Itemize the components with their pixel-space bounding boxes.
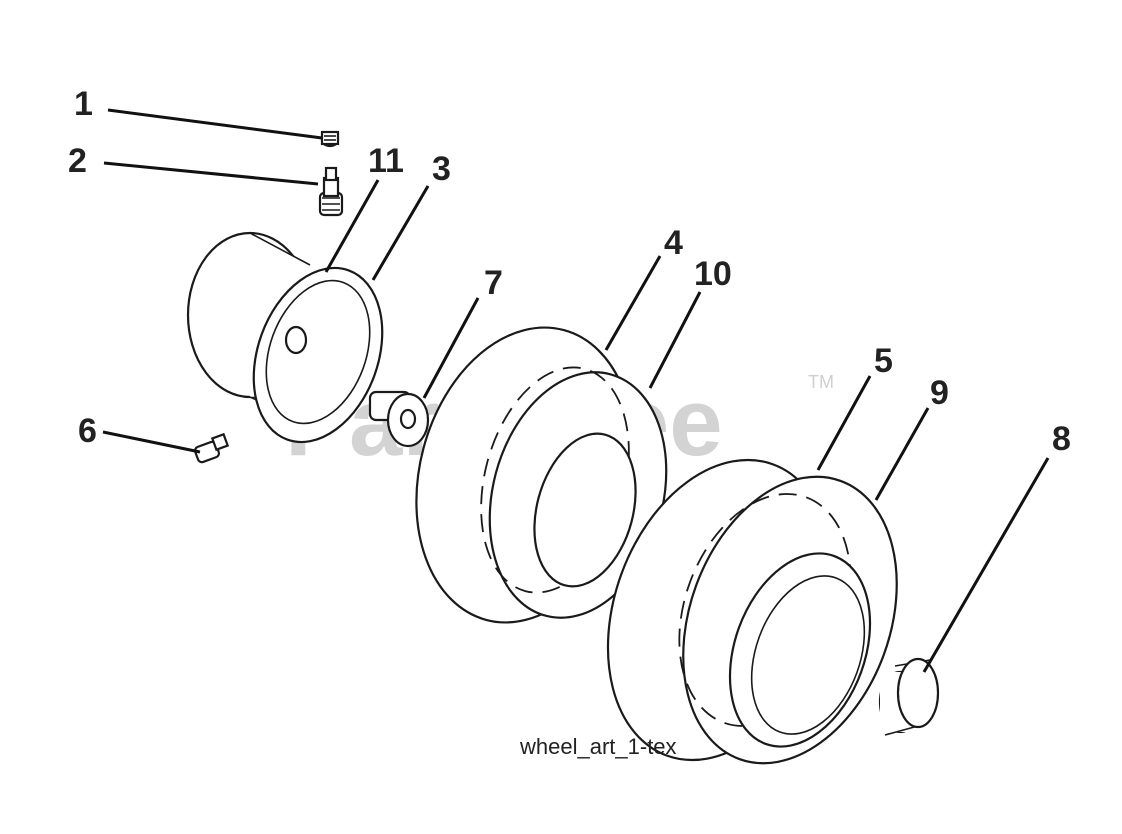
leader-6 xyxy=(102,430,201,454)
watermark-trademark: TM xyxy=(808,372,834,392)
part-rim[interactable] xyxy=(186,231,405,460)
callout-1[interactable]: 1 xyxy=(74,85,93,123)
callout-9[interactable]: 9 xyxy=(930,374,949,412)
part-valve-cap[interactable] xyxy=(320,130,340,148)
callouts: 1 2 11 3 4 10 7 6 5 9 8 xyxy=(68,85,1071,458)
leader-10 xyxy=(648,291,702,389)
leader-8 xyxy=(922,457,1050,673)
leader-2 xyxy=(103,161,319,186)
art-label: wheel_art_1-tex xyxy=(519,734,677,759)
leader-7 xyxy=(422,297,480,399)
callout-11[interactable]: 11 xyxy=(368,142,404,180)
leader-3 xyxy=(371,185,430,281)
leader-11 xyxy=(324,179,380,273)
part-tire-rear[interactable] xyxy=(568,428,934,793)
part-bushing[interactable] xyxy=(368,390,430,448)
leader-1 xyxy=(107,108,323,140)
part-grease-fitting[interactable] xyxy=(193,432,230,464)
part-tire-front[interactable] xyxy=(385,303,693,647)
callout-7[interactable]: 7 xyxy=(484,264,503,302)
leader-9 xyxy=(874,407,930,501)
part-hub-cap[interactable] xyxy=(878,657,940,736)
callout-2[interactable]: 2 xyxy=(68,142,87,180)
callout-8[interactable]: 8 xyxy=(1052,420,1071,458)
callout-5[interactable]: 5 xyxy=(874,342,893,380)
callout-6[interactable]: 6 xyxy=(78,412,97,450)
leader-lines xyxy=(102,108,1050,673)
callout-3[interactable]: 3 xyxy=(432,150,451,188)
callout-10[interactable]: 10 xyxy=(694,255,732,293)
callout-4[interactable]: 4 xyxy=(664,224,683,262)
leader-5 xyxy=(816,375,872,471)
leader-4 xyxy=(604,255,662,351)
part-valve-stem[interactable] xyxy=(318,166,344,217)
